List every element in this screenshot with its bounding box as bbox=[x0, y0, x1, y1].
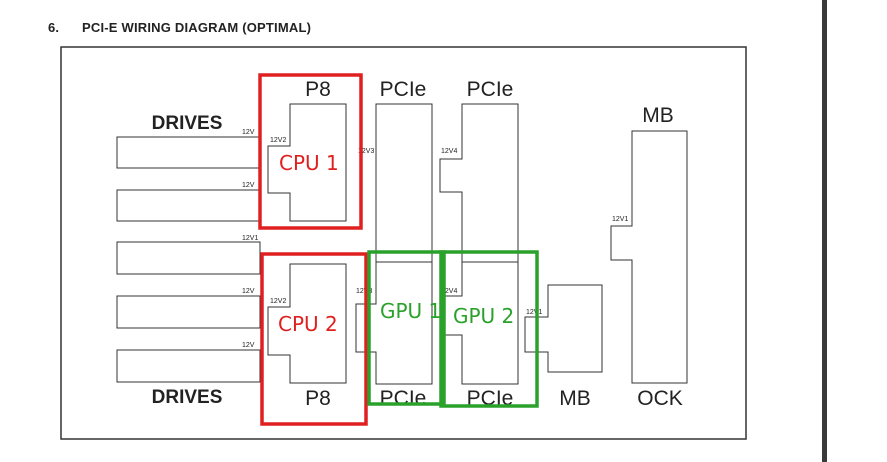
mb-bottom-label: MB bbox=[559, 387, 591, 410]
section-title: 6. PCI-E WIRING DIAGRAM (OPTIMAL) bbox=[48, 20, 311, 35]
drive-connector-4-label: 12V bbox=[242, 288, 255, 295]
pcie2-top-connector bbox=[439, 103, 519, 263]
p8-bottom-connector-label: 12V2 bbox=[270, 298, 286, 305]
p8-top-connector-label: 12V2 bbox=[270, 137, 286, 144]
mb-small-connector bbox=[524, 284, 603, 373]
pcie2-bottom-connector-label: 12V4 bbox=[441, 288, 457, 295]
drive-connector-2-label: 12V bbox=[242, 182, 255, 189]
p8-top-connector bbox=[267, 103, 347, 222]
drive-connector-2 bbox=[116, 189, 261, 222]
cpu2-annotation: CPU 2 bbox=[278, 312, 338, 336]
pcie-bottom-1-label: PCIe bbox=[380, 387, 427, 410]
pcie1-bottom-connector-label: 12V3 bbox=[356, 288, 372, 295]
ock-label: OCK bbox=[637, 387, 683, 410]
mb-tall-connector bbox=[610, 130, 688, 384]
page-edge-divider bbox=[822, 0, 827, 462]
mb-small-connector-label: 12V1 bbox=[526, 309, 542, 316]
drives-top-label: DRIVES bbox=[152, 113, 223, 134]
drive-connector-3 bbox=[116, 241, 261, 275]
drive-connector-1-label: 12V bbox=[242, 129, 255, 136]
p8-top-label: P8 bbox=[305, 78, 331, 101]
pcie-top-2-label: PCIe bbox=[467, 78, 514, 101]
drive-connector-5 bbox=[116, 349, 261, 383]
drives-bottom-label: DRIVES bbox=[152, 387, 223, 408]
gpu1-highlight-box bbox=[367, 250, 446, 406]
mb-tall-connector-label: 12V1 bbox=[612, 216, 628, 223]
cpu2-highlight-box bbox=[260, 252, 368, 426]
cpu1-annotation: CPU 1 bbox=[279, 151, 339, 175]
section-number: 6. bbox=[48, 20, 60, 35]
drive-connector-3-label: 12V1 bbox=[242, 235, 258, 242]
pcie1-top-connector-label: 12V3 bbox=[358, 148, 374, 155]
drive-connector-4 bbox=[116, 295, 261, 329]
gpu1-annotation: GPU 1 bbox=[380, 299, 441, 323]
gpu2-annotation: GPU 2 bbox=[453, 304, 514, 328]
pcie-top-1-label: PCIe bbox=[380, 78, 427, 101]
section-heading: PCI-E WIRING DIAGRAM (OPTIMAL) bbox=[82, 20, 312, 35]
p8-bottom-connector bbox=[267, 263, 347, 384]
mb-top-label: MB bbox=[642, 104, 674, 127]
drive-connector-1 bbox=[116, 136, 261, 169]
drive-connector-5-label: 12V bbox=[242, 342, 255, 349]
gpu2-highlight-box bbox=[439, 250, 539, 408]
pcie1-top-connector bbox=[375, 103, 433, 263]
pcie2-top-connector-label: 12V4 bbox=[441, 148, 457, 155]
cpu1-highlight-box bbox=[258, 73, 363, 230]
p8-bottom-label: P8 bbox=[305, 387, 331, 410]
pcie2-bottom-connector bbox=[439, 261, 519, 385]
